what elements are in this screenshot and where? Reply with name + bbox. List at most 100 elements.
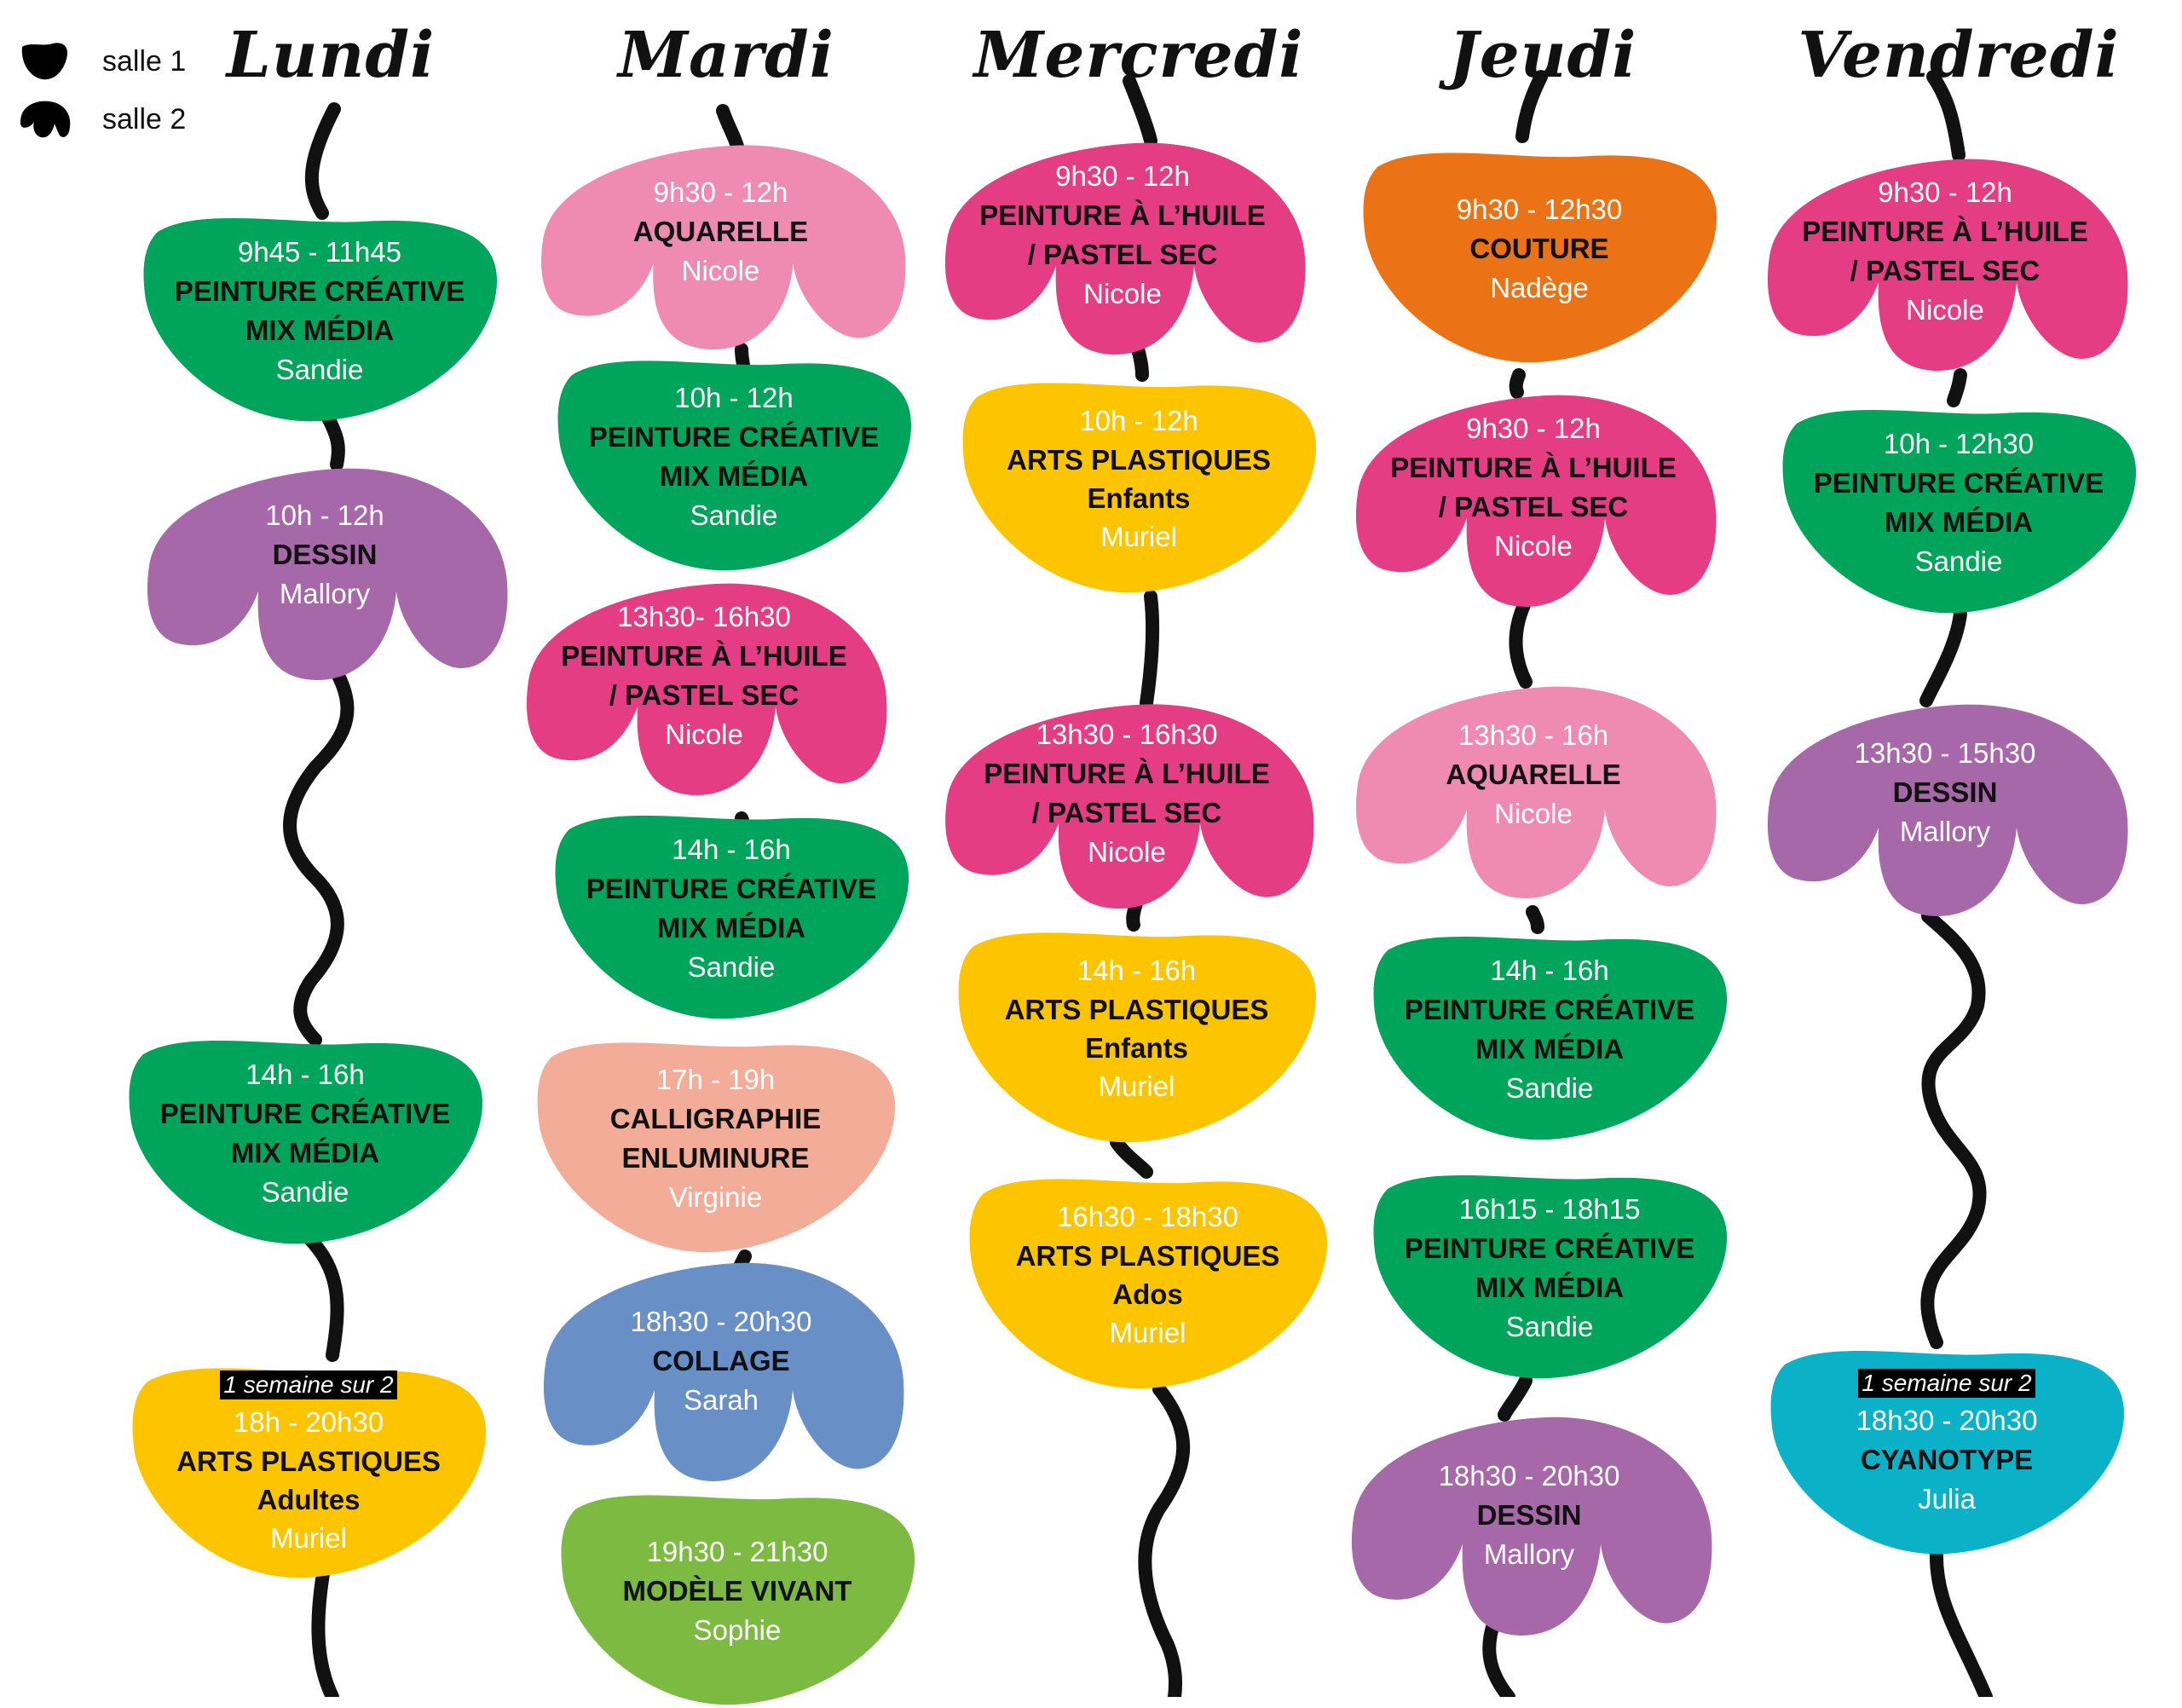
- class-teacher: Sandie: [1505, 1072, 1594, 1104]
- class-title: PEINTURE CRÉATIVE: [588, 421, 880, 453]
- class-audience: Enfants: [1087, 482, 1191, 514]
- class-time: 16h15 - 18h15: [1458, 1193, 1641, 1225]
- class-time: 9h30 - 12h30: [1456, 193, 1623, 225]
- class-card-mardi-4[interactable]: 14h - 16h PEINTURE CRÉATIVE MIX MÉDIA Sa…: [552, 804, 910, 1022]
- class-title: DESSIN: [1476, 1499, 1582, 1531]
- day-title-lundi: Lundi: [226, 19, 436, 92]
- class-title: DESSIN: [272, 539, 378, 570]
- class-title: PEINTURE À L’HUILE: [979, 199, 1266, 231]
- class-card-mercredi-1[interactable]: 9h30 - 12h PEINTURE À L’HUILE / PASTEL S…: [938, 138, 1307, 356]
- class-card-lundi-1[interactable]: 9h45 - 11h45 PEINTURE CRÉATIVE MIX MÉDIA…: [141, 206, 499, 424]
- class-teacher: Muriel: [1109, 1317, 1186, 1348]
- class-audience: Enfants: [1084, 1032, 1188, 1064]
- class-card-vendredi-2[interactable]: 10h - 12h30 PEINTURE CRÉATIVE MIX MÉDIA …: [1780, 398, 2138, 616]
- class-card-jeudi-2[interactable]: 9h30 - 12h PEINTURE À L’HUILE / PASTEL S…: [1349, 390, 1717, 609]
- class-card-vendredi-4[interactable]: 1 semaine sur 2 18h30 - 20h30 CYANOTYPE …: [1768, 1339, 2126, 1557]
- class-card-mercredi-2[interactable]: 10h - 12h ARTS PLASTIQUES Enfants Muriel: [960, 371, 1318, 596]
- class-title-line2: / PASTEL SEC: [609, 679, 799, 711]
- class-card-jeudi-6[interactable]: 18h30 - 20h30 DESSIN Mallory: [1345, 1412, 1713, 1637]
- class-time: 9h45 - 11h45: [237, 236, 402, 268]
- class-card-mardi-3[interactable]: 13h30- 16h30 PEINTURE À L’HUILE / PASTEL…: [520, 579, 888, 797]
- class-teacher: Julia: [1918, 1483, 1976, 1515]
- class-title-line2: / PASTEL SEC: [1438, 491, 1629, 522]
- class-card-mardi-6[interactable]: 18h30 - 20h30 COLLAGE Sarah: [537, 1258, 905, 1483]
- class-title: PEINTURE CRÉATIVE: [586, 873, 877, 904]
- class-teacher: Muriel: [1098, 1070, 1175, 1102]
- class-title-line2: MIX MÉDIA: [230, 1137, 380, 1168]
- class-audience: Ados: [1112, 1278, 1183, 1310]
- class-audience: Adultes: [257, 1484, 361, 1515]
- class-time: 17h - 19h: [655, 1064, 776, 1095]
- class-time: 9h30 - 12h: [1878, 176, 2012, 208]
- legend-label: salle 2: [102, 102, 187, 136]
- class-time: 18h30 - 20h30: [630, 1306, 812, 1337]
- class-title: ARTS PLASTIQUES: [176, 1445, 441, 1477]
- stem-jeudi: [1482, 70, 1548, 1697]
- class-teacher: Sandie: [687, 951, 776, 983]
- class-card-mardi-7[interactable]: 19h30 - 21h30 MODÈLE VIVANT Sophie: [558, 1483, 916, 1708]
- class-title-line2: / PASTEL SEC: [1850, 255, 2041, 286]
- class-card-jeudi-5[interactable]: 16h15 - 18h15 PEINTURE CRÉATIVE MIX MÉDI…: [1371, 1163, 1729, 1382]
- class-card-mercredi-3[interactable]: 13h30 - 16h30 PEINTURE À L’HUILE / PASTE…: [938, 700, 1315, 910]
- class-card-mercredi-4[interactable]: 14h - 16h ARTS PLASTIQUES Enfants Muriel: [955, 920, 1318, 1145]
- class-time: 10h - 12h30: [1883, 428, 2035, 459]
- day-title-vendredi: Vendredi: [1798, 19, 2120, 92]
- class-title-line2: MIX MÉDIA: [656, 912, 806, 943]
- class-title-line2: MIX MÉDIA: [245, 314, 395, 346]
- class-teacher: Nicole: [1494, 798, 1573, 829]
- class-title: MODÈLE VIVANT: [622, 1575, 852, 1607]
- legend-item-salle-1: salle 1: [19, 32, 186, 90]
- class-card-lundi-2[interactable]: 10h - 12h DESSIN Mallory: [141, 464, 509, 682]
- class-title: PEINTURE À L’HUILE: [1390, 452, 1677, 483]
- class-card-mardi-1[interactable]: 9h30 - 12h AQUARELLE Nicole: [534, 141, 907, 351]
- class-title: PEINTURE À L’HUILE: [984, 758, 1270, 789]
- class-title: PEINTURE À L’HUILE: [1802, 216, 2088, 247]
- class-card-jeudi-4[interactable]: 14h - 16h PEINTURE CRÉATIVE MIX MÉDIA Sa…: [1371, 925, 1729, 1143]
- class-time: 9h30 - 12h: [653, 176, 788, 208]
- class-time: 16h30 - 18h30: [1057, 1201, 1238, 1232]
- class-title-line2: MIX MÉDIA: [1475, 1272, 1625, 1303]
- class-card-mardi-2[interactable]: 10h - 12h PEINTURE CRÉATIVE MIX MÉDIA Sa…: [555, 349, 913, 574]
- class-time: 13h30 - 15h30: [1854, 737, 2036, 769]
- class-card-lundi-4[interactable]: 1 semaine sur 2 18h - 20h30 ARTS PLASTIQ…: [130, 1356, 488, 1581]
- class-time: 14h - 16h: [245, 1059, 365, 1090]
- class-title: PEINTURE CRÉATIVE: [1813, 467, 2104, 499]
- class-teacher: Nicole: [1494, 530, 1573, 562]
- salle-1-blob-icon: [21, 43, 68, 80]
- class-teacher: Mallory: [279, 578, 371, 609]
- class-time: 13h30 - 16h30: [1036, 718, 1218, 750]
- class-title: DESSIN: [1892, 776, 1998, 808]
- class-title: AQUARELLE: [632, 216, 809, 247]
- day-title-mardi: Mardi: [618, 19, 834, 92]
- class-title: AQUARELLE: [1446, 759, 1621, 790]
- class-card-vendredi-3[interactable]: 13h30 - 15h30 DESSIN Mallory: [1761, 700, 2129, 918]
- class-title: PEINTURE CRÉATIVE: [1404, 1232, 1695, 1264]
- class-title-line2: ENLUMINURE: [621, 1142, 810, 1174]
- class-card-mardi-5[interactable]: 17h - 19h CALLIGRAPHIE ENLUMINURE Virgin…: [534, 1030, 897, 1255]
- class-time: 14h - 16h: [672, 834, 791, 865]
- class-teacher: Nicole: [665, 718, 743, 750]
- legend-label: salle 1: [102, 44, 187, 78]
- class-card-jeudi-1[interactable]: 9h30 - 12h30 COUTURE Nadège: [1360, 141, 1718, 366]
- class-teacher: Muriel: [1100, 521, 1177, 552]
- class-title: COUTURE: [1469, 233, 1609, 264]
- class-time: 18h - 20h30: [233, 1406, 384, 1438]
- class-teacher: Nicole: [1906, 294, 1984, 326]
- class-time: 10h - 12h: [265, 499, 384, 531]
- biweekly-badge: 1 semaine sur 2: [220, 1370, 397, 1399]
- class-card-lundi-3[interactable]: 14h - 16h PEINTURE CRÉATIVE MIX MÉDIA Sa…: [126, 1029, 484, 1247]
- day-title-mercredi: Mercredi: [973, 19, 1304, 92]
- class-title: ARTS PLASTIQUES: [1007, 444, 1271, 476]
- class-card-mercredi-5[interactable]: 16h30 - 18h30 ARTS PLASTIQUES Ados Murie…: [967, 1167, 1329, 1392]
- class-card-jeudi-3[interactable]: 13h30 - 16h AQUARELLE Nicole: [1349, 682, 1717, 900]
- class-time: 18h30 - 20h30: [1438, 1460, 1620, 1492]
- class-title-line2: / PASTEL SEC: [1027, 239, 1218, 270]
- class-title: CALLIGRAPHIE: [609, 1103, 822, 1134]
- class-teacher: Nicole: [1083, 278, 1162, 309]
- class-time: 9h30 - 12h: [1466, 413, 1601, 444]
- class-card-vendredi-1[interactable]: 9h30 - 12h PEINTURE À L’HUILE / PASTEL S…: [1761, 154, 2129, 372]
- class-teacher: Sandie: [1914, 545, 2003, 577]
- class-teacher: Sarah: [683, 1384, 759, 1416]
- day-title-jeudi: Jeudi: [1448, 19, 1637, 92]
- class-time: 10h - 12h: [1079, 405, 1198, 436]
